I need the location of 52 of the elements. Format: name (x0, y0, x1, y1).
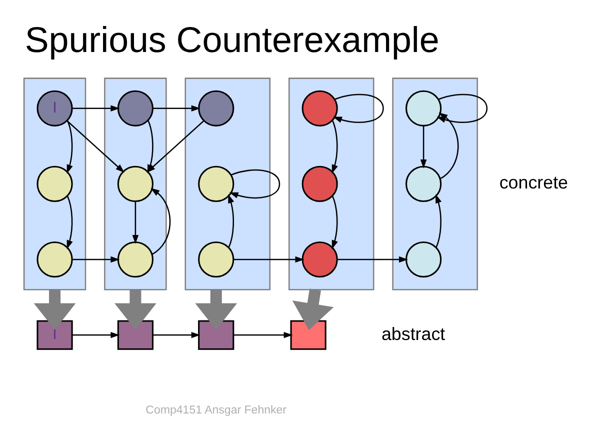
label: Comp4151 Ansgar Fehnker (146, 404, 287, 416)
arrow (234, 331, 293, 338)
arrow (332, 195, 338, 249)
node-circle (198, 165, 234, 202)
cluster (104, 77, 167, 290)
arrow (150, 188, 171, 254)
cluster (23, 77, 86, 290)
node-circle (36, 165, 73, 202)
arrow (228, 194, 234, 248)
arrow (229, 168, 280, 198)
node-circle (117, 90, 154, 126)
cluster (288, 77, 374, 290)
arrow (114, 289, 156, 330)
arrow (72, 104, 120, 112)
cluster (184, 77, 271, 290)
node-circle (117, 240, 154, 278)
arrow (195, 289, 238, 330)
arrow (234, 256, 304, 262)
node-box (198, 320, 234, 350)
arrow (153, 331, 200, 338)
arrow (72, 256, 120, 262)
arrow (72, 331, 120, 338)
label: abstract (381, 323, 446, 344)
node-circle (36, 240, 73, 278)
node-circle (198, 90, 234, 126)
node-circle (302, 165, 338, 202)
node-box (290, 320, 326, 350)
cluster (392, 77, 478, 290)
node-circle (406, 240, 442, 278)
node-circle (406, 165, 442, 202)
arrow (132, 200, 139, 244)
diagram-title: Spurious Counterexample (24, 19, 440, 60)
arrow (420, 125, 427, 168)
arrow (66, 120, 73, 174)
arrow (332, 120, 338, 174)
node-circle (117, 165, 154, 202)
arrow (337, 256, 408, 262)
arrow (34, 289, 76, 330)
arrow (332, 93, 384, 122)
arrow (436, 194, 442, 248)
arrow (66, 120, 124, 172)
node-circle (198, 240, 234, 278)
node-box (117, 320, 154, 350)
node-circle (302, 90, 338, 126)
node-circle (302, 240, 338, 278)
node-circle: I (36, 90, 73, 126)
arrow (153, 104, 200, 112)
node-circle (406, 90, 442, 126)
arrow (66, 195, 73, 249)
arrow (292, 288, 334, 330)
label: concrete (499, 172, 568, 192)
arrow (438, 112, 459, 179)
